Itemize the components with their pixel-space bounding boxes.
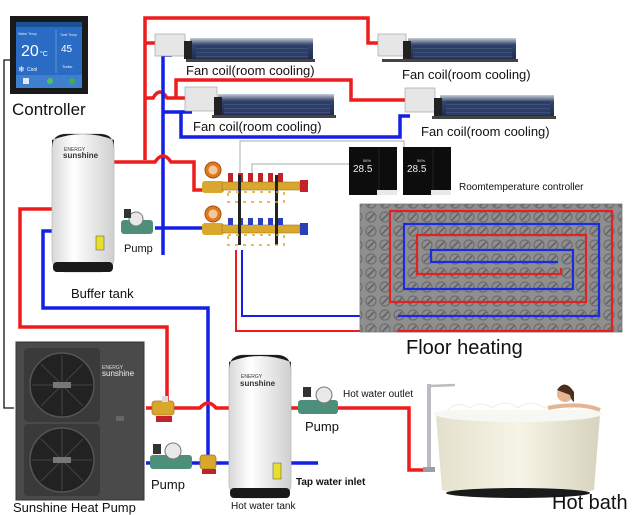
buffer-tank[interactable]: ENERGY sunshine	[51, 133, 115, 273]
buffer-pump[interactable]	[121, 209, 153, 234]
floor-heating-label: Floor heating	[406, 337, 523, 359]
heat-pump-pump-label: Pump	[151, 477, 185, 492]
buffer-tank-brand: sunshine	[63, 151, 99, 160]
controller-mode: Cool	[27, 67, 37, 73]
thermostat-2-temp: 28.5	[407, 164, 427, 175]
cold-pipe-fancoil-row2	[163, 110, 410, 139]
hot-pipe-fancoil-row2	[145, 78, 405, 102]
controller-label: Controller	[12, 100, 86, 119]
heat-pump-brand-top: ENERGY	[102, 365, 124, 371]
thermostat-1-temp: 28.5	[353, 164, 373, 175]
room-thermostat-1[interactable]: 28.5 56%	[349, 147, 397, 195]
controller-water-temp: 20	[21, 43, 39, 60]
controller-water-unit: °C	[40, 50, 48, 58]
buffer-tank-brand-top: ENERGY	[64, 147, 86, 153]
menu-icon	[23, 78, 29, 84]
control-wire	[3, 59, 14, 409]
controller-water-label: Water Temp	[18, 32, 37, 36]
fan-coil-unit-3[interactable]	[184, 86, 336, 118]
cold-pipe-floor-return	[241, 250, 398, 317]
bathtub[interactable]	[423, 383, 602, 498]
controller-device[interactable]: 20 °C 45 Tank Temp Water Temp Cool ❄ Tur…	[10, 16, 88, 94]
hot-water-tank-brand: sunshine	[240, 379, 276, 388]
controller-turbo: Turbo	[62, 64, 73, 69]
controller-tank-label: Tank Temp	[60, 33, 77, 37]
valve-hot[interactable]	[151, 396, 175, 422]
heat-pump-label: Sunshine Heat Pump	[13, 500, 136, 515]
floor-coil-hot	[388, 209, 614, 333]
thermostat-wire-2	[251, 163, 350, 178]
valve-cold[interactable]	[199, 454, 217, 474]
tap-water-inlet-label: Tap water inlet	[296, 477, 366, 488]
fan-coil-unit-4[interactable]	[404, 87, 556, 119]
hot-pipe-hot-water-outlet	[290, 406, 432, 472]
room-temperature-controller-label: Roomtemperature controller	[459, 182, 584, 193]
hot-pipe-fancoil-main	[143, 16, 381, 160]
controller-tank-temp: 45	[61, 44, 73, 55]
hot-water-tank-label: Hot water tank	[231, 501, 296, 512]
hot-pipe-buffer-inlet	[18, 207, 169, 405]
energy-label	[272, 462, 282, 480]
heat-pump-brand: sunshine	[102, 369, 135, 378]
floor-heating-panel[interactable]	[359, 203, 623, 333]
fan-coil-label-3: Fan coil(room cooling)	[193, 119, 322, 134]
hot-pipe-buffer-out	[113, 154, 212, 192]
buffer-pump-label: Pump	[124, 243, 153, 255]
floor-heating-manifold[interactable]	[202, 161, 308, 246]
bath-faucet	[427, 384, 431, 470]
thermostat-2-humidity: 56%	[417, 158, 425, 163]
fan-coil-label-1: Fan coil(room cooling)	[186, 63, 315, 78]
hot-water-tank-brand-top: ENERGY	[241, 374, 263, 380]
thermostat-1-humidity: 56%	[363, 158, 371, 163]
power-icon	[69, 78, 75, 84]
room-thermostat-2[interactable]: 28.5 56%	[403, 147, 451, 195]
snowflake-icon: ❄	[18, 65, 25, 74]
buffer-tank-label: Buffer tank	[71, 286, 134, 301]
heat-pump-circulation-pump[interactable]	[150, 442, 192, 469]
hot-pipe-floor-supply	[235, 250, 398, 332]
fan-coil-unit-1[interactable]	[154, 33, 315, 62]
hot-water-outlet-label: Hot water outlet	[343, 389, 414, 400]
cold-pipe-buffer-outlet	[41, 229, 210, 460]
hot-bath-label: Hot bath	[552, 492, 628, 514]
hot-water-pump[interactable]	[298, 386, 338, 414]
hot-water-pump-label: Pump	[305, 419, 339, 434]
thermostat-wire-1	[239, 140, 405, 178]
heat-pump-unit[interactable]: ENERGY sunshine	[15, 341, 145, 501]
fan-coil-label-2: Fan coil(room cooling)	[402, 67, 531, 82]
fan-icon	[47, 78, 53, 84]
fan-coil-unit-2[interactable]	[377, 33, 518, 62]
hot-pipe-heatpump-out	[146, 401, 232, 410]
fan-coil-label-4: Fan coil(room cooling)	[421, 124, 550, 139]
energy-label	[95, 235, 105, 251]
hot-water-tank[interactable]: ENERGY sunshine	[228, 354, 292, 499]
floor-coil-cold	[398, 222, 601, 318]
